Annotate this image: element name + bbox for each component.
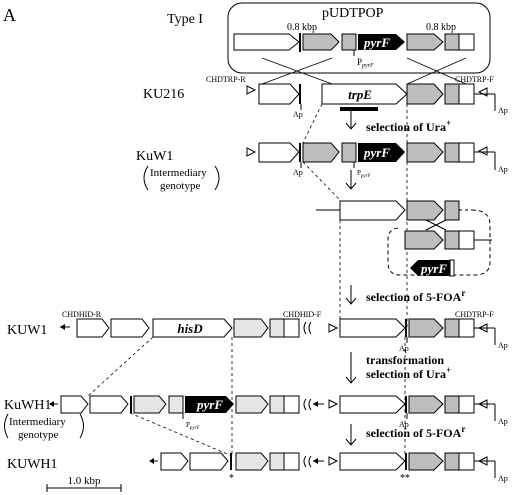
popout-locus: pyrF [316, 200, 492, 277]
step-selection-ura-2: selection of Ura+ [366, 365, 451, 381]
genotype-label-2: genotype [18, 429, 58, 441]
locus-ku216: trpE [246, 83, 496, 111]
strain-kuwh1-intermediate: KuWH1 [4, 398, 51, 413]
intermediary-label-2: Intermediary [9, 416, 66, 428]
kuw1-promoter: PpyrF [357, 169, 372, 179]
kuwh1-pyrf-gene: pyrF [196, 397, 223, 412]
bracket-left-1 [143, 165, 149, 191]
trpe-gene: trpE [348, 87, 372, 102]
genotype-label-1: genotype [160, 180, 200, 192]
panel-label: A [3, 5, 16, 25]
scale-bar [46, 484, 122, 492]
step-selection-5foa-1: selection of 5-FOAr [366, 288, 465, 304]
scale-bar-label: 1.0 kbp [68, 475, 102, 487]
strain-ku216: KU216 [143, 87, 184, 102]
double-star-mark: ** [400, 473, 410, 484]
kuw1-pyrf-gene: pyrF [363, 145, 390, 160]
step-arrow-5 [345, 424, 357, 446]
primer-chdhid-r: CHDHID-R [62, 310, 102, 319]
step-arrow-4 [345, 352, 357, 384]
ap-kuwh1i-b: Ap [498, 417, 508, 426]
step-selection-5foa-2: selection of 5-FOAr [366, 424, 465, 440]
ap-kuw1u-a: Ap [399, 344, 409, 353]
strain-kuw1: KUW1 [7, 323, 47, 338]
primer-chdtrp-r: CHDTRP-R [206, 75, 246, 84]
intermediary-label-1: Intermediary [150, 167, 207, 179]
hisd-gene-1: hisD [177, 321, 203, 336]
plasmid-pyrf-gene: pyrF [363, 35, 390, 50]
ap-kuw1u-b: Ap [498, 341, 508, 350]
ap-ku216-a: Ap [293, 110, 303, 119]
single-star-mark: * [229, 473, 234, 484]
probe-bar [340, 107, 378, 111]
locus-kuw1: hisD [60, 318, 496, 345]
popout-pyrf-gene: pyrF [420, 261, 447, 276]
kuwh1-promoter: PpyrF [186, 421, 201, 431]
ap-ku216-b: Ap [498, 106, 508, 115]
plasmid-right-size: 0.8 kbp [426, 22, 456, 33]
step-selection-ura-1: selection of Ura+ [366, 118, 451, 134]
plasmid-promoter: PpyrF [357, 57, 374, 69]
ap-kuwh1-b: Ap [498, 474, 508, 483]
plasmid-outline [227, 2, 491, 74]
ap-kuw1-b: Ap [498, 165, 508, 174]
primer-chdtrp-f-2: CHDTRP-F [455, 310, 494, 319]
crossover-lines-1 [261, 57, 467, 85]
plasmid-name: pUDTPOP [322, 6, 384, 21]
locus-kuwh1-intermediate: pyrF [49, 395, 496, 421]
locus-kuw1-intermediate: pyrF [246, 142, 496, 170]
primer-chdtrp-f-1: CHDTRP-F [455, 75, 494, 84]
ap-kuwh1i-a: Ap [399, 420, 409, 429]
step-arrow-2 [345, 170, 357, 190]
step-transformation: transformation [366, 353, 444, 367]
type-label: Type I [167, 12, 203, 27]
ap-kuw1-a: Ap [293, 168, 303, 177]
strain-kuwh1: KUWH1 [7, 457, 58, 472]
primer-chdhid-f-1: CHDHID-F [283, 310, 322, 319]
step-arrow-1 [345, 111, 357, 130]
plasmid-insert: pyrF PpyrF [233, 33, 475, 69]
strain-kuw1-intermediate: KuW1 [136, 149, 173, 164]
bracket-left-2 [4, 413, 9, 439]
locus-kuwh1 [149, 452, 496, 478]
bracket-right-1 [214, 165, 220, 191]
bracket-right-2 [79, 413, 84, 439]
step-arrow-3 [345, 285, 357, 305]
plasmid-left-size: 0.8 kbp [287, 22, 317, 33]
dashed-guides-bottom [87, 336, 406, 457]
